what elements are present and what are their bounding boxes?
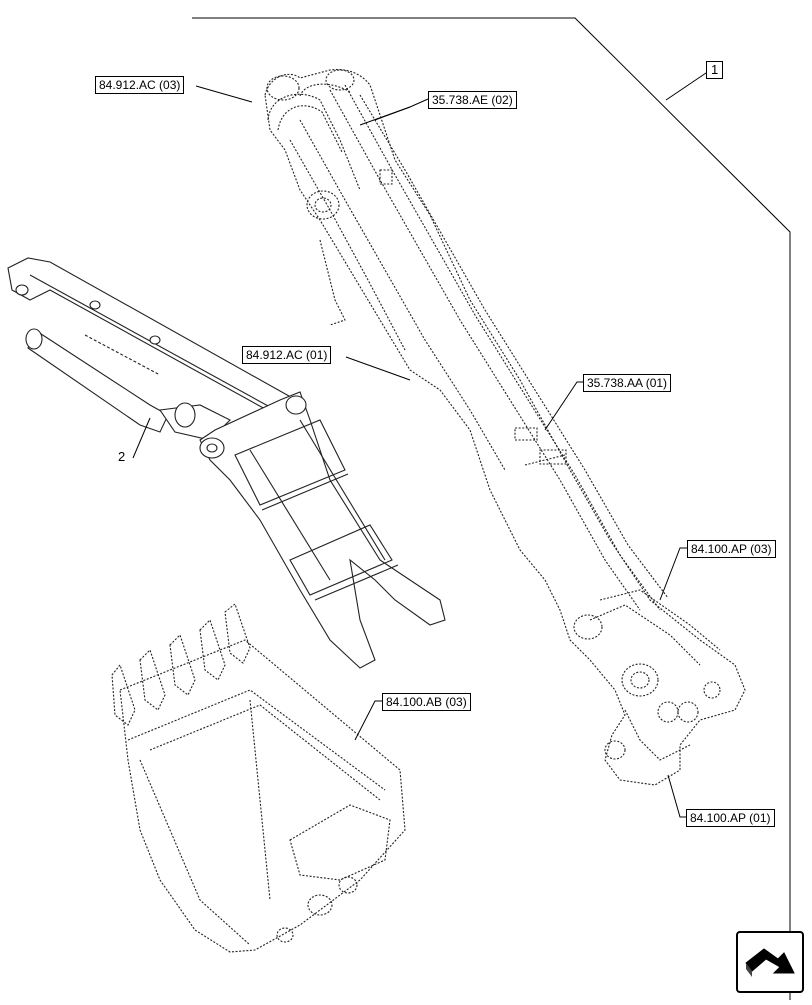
arrow-glyph-icon [745,948,795,977]
bucket-assembly [111,603,406,953]
callout-84-100-ab-03[interactable]: 84.100.AB (03) [382,693,471,711]
callout-35-738-ae-02[interactable]: 35.738.AE (02) [428,91,517,109]
next-page-arrow-icon[interactable] [736,931,804,993]
callout-84-912-ac-03[interactable]: 84.912.AC (03) [95,76,185,94]
callout-84-912-ac-01[interactable]: 84.912.AC (01) [242,346,332,364]
callout-84-100-ap-01[interactable]: 84.100.AP (01) [686,809,775,827]
item-1-leader [665,70,710,101]
linkage-assembly [7,257,446,669]
callout-35-738-aa-01[interactable]: 35.738.AA (01) [583,374,672,392]
leader-lines [132,85,687,818]
item-number-2[interactable]: 2 [118,449,126,464]
item-1-bracket-line [192,17,791,1000]
callout-84-100-ap-03[interactable]: 84.100.AP (03) [687,540,776,558]
item-number-1[interactable]: 1 [706,61,724,79]
arm-assembly [264,68,746,786]
